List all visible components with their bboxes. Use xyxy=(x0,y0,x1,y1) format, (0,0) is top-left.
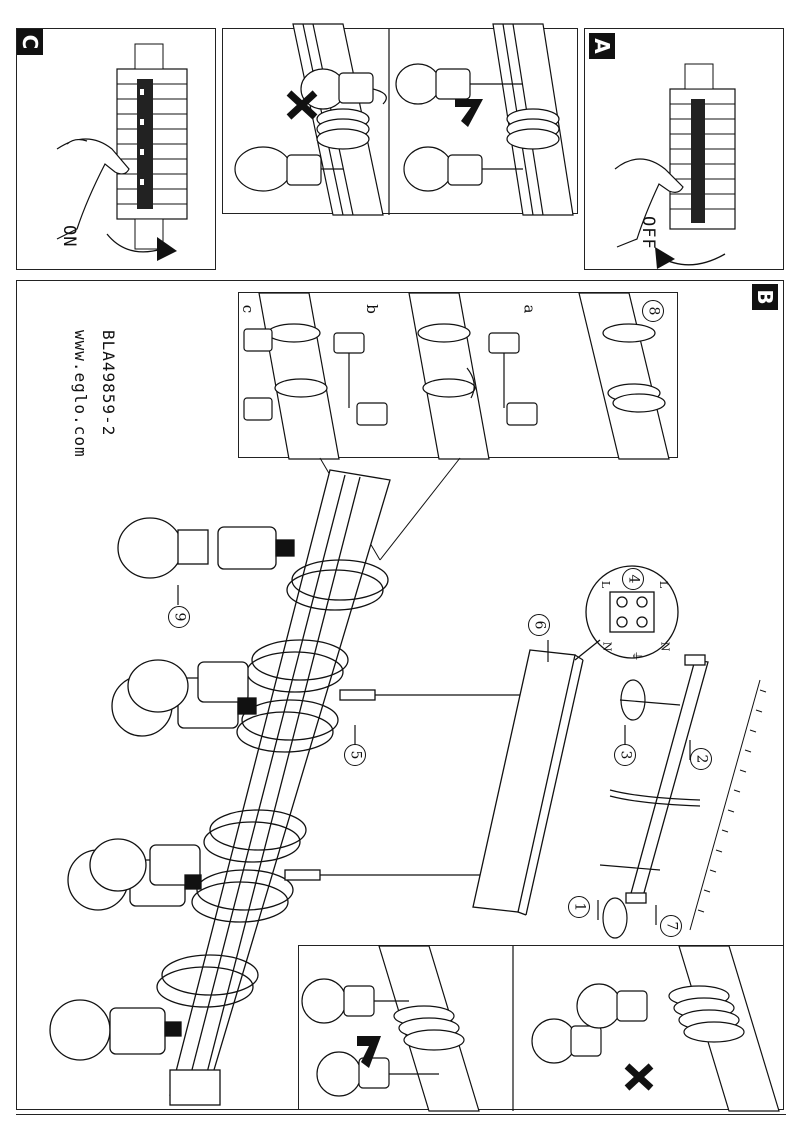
step-6-marker: 6 xyxy=(528,614,550,636)
terminal-label-ground: ⏚ xyxy=(630,650,644,662)
panel-c: C ON xyxy=(16,28,216,270)
check-mark-icon xyxy=(455,99,483,127)
step-8-marker: 8 xyxy=(642,300,664,322)
socket-orientation-illustration xyxy=(234,23,574,216)
fuse-box-on-illustration xyxy=(56,43,188,261)
light-bulb-icon xyxy=(49,517,295,1061)
panel-a: A OFF xyxy=(584,28,784,270)
step-4-marker: 4 xyxy=(622,568,644,590)
bulb-spacing-illustration xyxy=(301,945,780,1112)
finger-icon xyxy=(614,158,684,248)
detail-8-illustration xyxy=(243,292,670,460)
panel-letter-c: C xyxy=(17,29,43,55)
terminal-block-detail xyxy=(574,565,679,661)
step-3-marker: 3 xyxy=(614,744,636,766)
step-1-marker: 1 xyxy=(568,896,590,918)
terminal-label-n1: N xyxy=(658,641,672,652)
panel-socket-orientation xyxy=(222,23,578,216)
cross-mark-icon xyxy=(624,1063,654,1091)
panel-letter-a: A xyxy=(589,33,615,59)
step-9-marker: 9 xyxy=(168,606,190,628)
step-2-marker: 2 xyxy=(690,748,712,770)
step-7-marker: 7 xyxy=(660,915,682,937)
panel-letter-b: B xyxy=(752,284,778,310)
check-mark-icon xyxy=(357,1036,381,1068)
step-5-marker: 5 xyxy=(344,744,366,766)
panel-bulb-spacing xyxy=(298,945,784,1112)
terminal-label-n2: N xyxy=(600,641,614,652)
terminal-label-l1: L xyxy=(657,580,671,589)
cross-mark-icon xyxy=(286,90,318,120)
terminal-label-l2: L xyxy=(599,580,613,589)
finger-icon xyxy=(56,138,130,240)
arrow-icon xyxy=(106,233,163,253)
page-bottom-rule xyxy=(16,1114,786,1115)
detail-8-box xyxy=(238,292,678,460)
fuse-box-off-illustration xyxy=(614,63,736,269)
